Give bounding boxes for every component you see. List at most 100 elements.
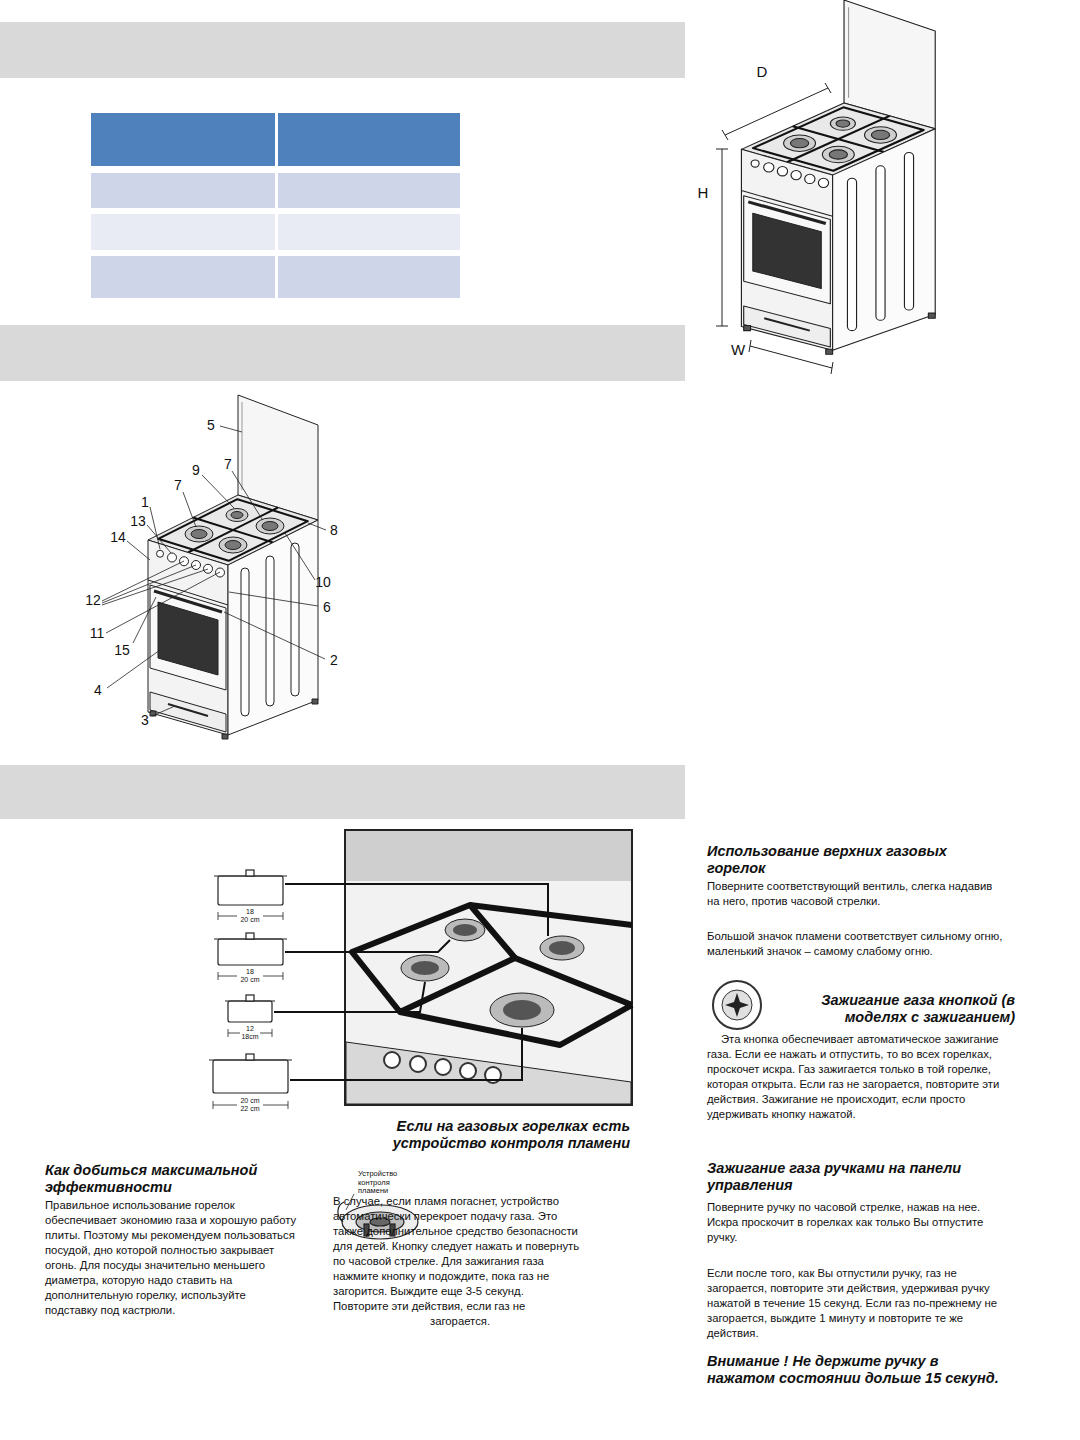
dimension-label: 12 xyxy=(230,1025,270,1033)
leader-line xyxy=(202,475,234,508)
spec-table xyxy=(91,113,275,166)
leader-line xyxy=(133,597,156,643)
leader-line xyxy=(224,612,325,659)
cooking-pot xyxy=(246,1054,254,1060)
leader-line xyxy=(102,565,196,603)
dimension-line xyxy=(749,340,751,352)
burner-photo xyxy=(352,905,515,1012)
spec-table xyxy=(91,113,460,298)
stove-illustration xyxy=(741,0,935,354)
ignition-button-icon xyxy=(713,981,761,1029)
leader-line xyxy=(127,541,150,560)
dimension-label: 20 cm xyxy=(230,976,270,984)
spec-table xyxy=(278,256,460,298)
ignition-button-icon xyxy=(722,990,752,1020)
burner-photo xyxy=(549,941,575,955)
dimension-line xyxy=(831,362,833,374)
dimension-line xyxy=(716,326,728,327)
leader-line xyxy=(183,492,196,527)
section-band xyxy=(0,22,685,819)
body-text: Большой значок пламени соответствует сил… xyxy=(707,929,1007,959)
section-heading: Внимание ! Не держите ручку в нажатом со… xyxy=(707,1353,1007,1387)
callout-number: 2 xyxy=(322,650,346,670)
burner-photo xyxy=(490,993,554,1027)
dimension-label: D xyxy=(750,62,774,82)
callout-number: 6 xyxy=(315,597,339,617)
dimension-label: 20 cm xyxy=(230,1097,270,1105)
burner-photo xyxy=(384,1052,400,1068)
leader-line xyxy=(220,426,242,432)
leader-line xyxy=(106,572,220,633)
callout-number: 4 xyxy=(86,680,110,700)
burner-photo xyxy=(503,1000,541,1020)
callout-number: 7 xyxy=(166,475,190,495)
spec-table xyxy=(91,256,275,298)
cooking-pot xyxy=(213,1060,288,1093)
burner-photo xyxy=(346,831,631,881)
leader-line xyxy=(274,884,548,1080)
callout-number: 9 xyxy=(184,460,208,480)
leader-line xyxy=(147,525,171,553)
dimension-line xyxy=(725,88,828,135)
dimension-label: 22 cm xyxy=(230,1105,270,1113)
dimension-line xyxy=(213,912,288,1109)
burner-photo xyxy=(460,1063,476,1079)
burner-photo xyxy=(400,905,632,1045)
leader-line xyxy=(229,592,318,606)
callout-number: 5 xyxy=(199,415,223,435)
burner-photo xyxy=(411,961,439,975)
leader-line xyxy=(308,523,326,530)
leader-line xyxy=(152,706,175,716)
dimension-label: 18 xyxy=(230,908,270,916)
dimension-label: 18 xyxy=(230,968,270,976)
callout-number: 12 xyxy=(81,590,105,610)
burner-photo xyxy=(540,936,584,960)
section-heading: Зажигание газа ручками на панели управле… xyxy=(707,1160,1007,1194)
dimension-label: W xyxy=(726,340,750,360)
burner-photo xyxy=(345,830,632,1105)
body-text: Поверните ручку по часовой стрелке, нажа… xyxy=(707,1200,1007,1245)
dimension-line xyxy=(722,130,728,140)
dimension-line xyxy=(722,149,723,326)
part-label: Устройство контроля пламени xyxy=(358,1170,422,1196)
burner-photo xyxy=(346,1042,631,1104)
burner-photo xyxy=(453,924,477,936)
leader-line xyxy=(232,471,262,519)
callout-number: 1 xyxy=(133,492,157,512)
leader-line xyxy=(285,884,548,936)
callout-number: 14 xyxy=(106,527,130,547)
ignition-button-icon xyxy=(725,993,749,1017)
dimension-line xyxy=(825,83,831,93)
cooking-pot xyxy=(246,933,254,939)
section-band xyxy=(0,325,685,381)
text-wrap-spacer xyxy=(333,1314,430,1376)
dimension-label: H xyxy=(691,183,715,203)
section-heading: Использование верхних газовых горелок xyxy=(707,843,947,877)
dimension-line xyxy=(716,149,728,150)
cooking-pot xyxy=(246,995,254,1001)
section-heading: Как добиться максимальной эффективности xyxy=(45,1162,303,1196)
body-text: Правильное использование горелок обеспеч… xyxy=(45,1198,297,1318)
cooking-pot xyxy=(246,870,254,876)
dimension-line xyxy=(716,83,833,374)
callout-number: 13 xyxy=(126,511,150,531)
cooking-pot xyxy=(228,1001,272,1022)
callout-number: 7 xyxy=(216,454,240,474)
cooking-pot xyxy=(218,876,283,905)
dimension-line xyxy=(750,346,832,368)
leader-line xyxy=(290,1028,522,1080)
callout-number: 8 xyxy=(322,520,346,540)
callout-number: 15 xyxy=(110,640,134,660)
burner-photo xyxy=(445,919,485,941)
leader-line xyxy=(285,940,450,952)
callout-number: 3 xyxy=(133,710,157,730)
burner-photo xyxy=(435,1059,451,1075)
body-text: Эта кнопка обеспечивает автоматическое з… xyxy=(707,1032,1007,1122)
spec-table xyxy=(278,173,460,208)
section-band xyxy=(0,22,685,78)
leader-line xyxy=(150,507,160,549)
leader-line xyxy=(102,426,326,716)
callout-number: 11 xyxy=(85,623,109,643)
